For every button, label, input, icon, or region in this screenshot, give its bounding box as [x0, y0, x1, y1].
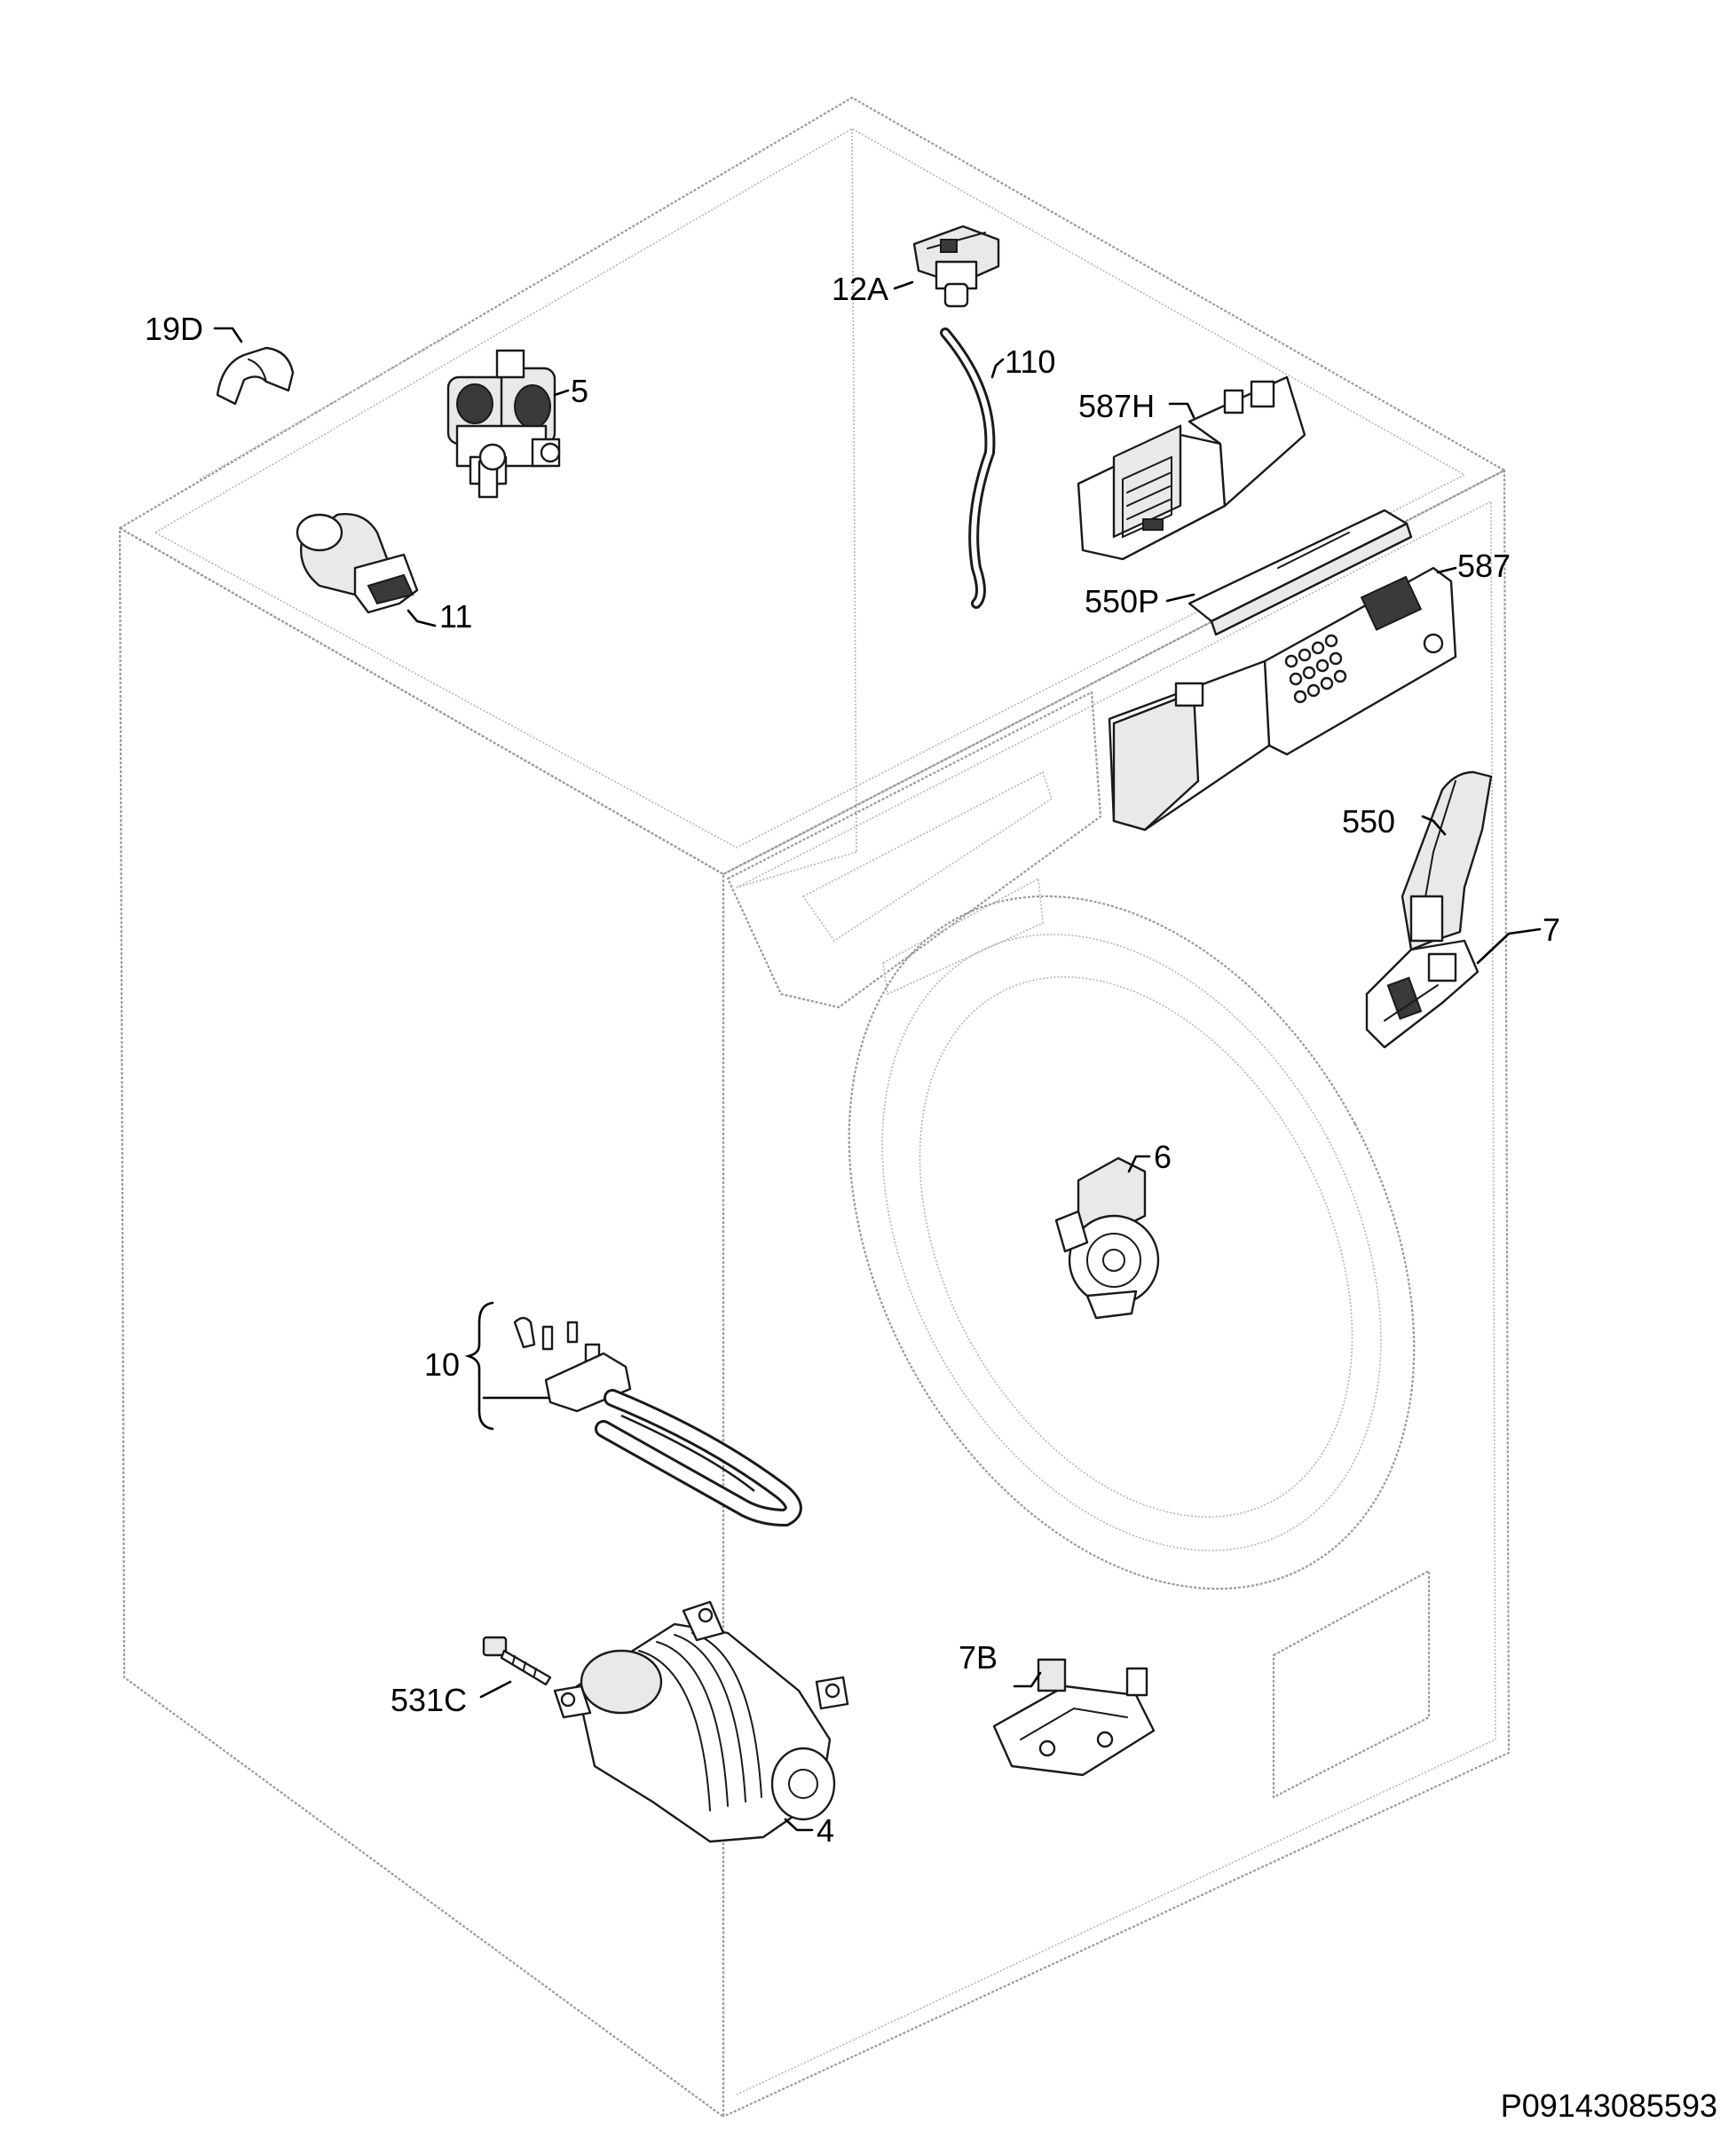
part-110-hose-icon: [940, 327, 996, 609]
label-7: 7: [1543, 911, 1560, 948]
drawing-code: P09143085593: [1501, 2087, 1717, 2124]
label-531c: 531C: [391, 1682, 467, 1718]
label-11: 11: [439, 598, 472, 635]
label-550: 550: [1342, 803, 1395, 840]
label-7b: 7B: [959, 1639, 998, 1676]
part-11-suppressor-icon: [296, 513, 419, 614]
part-5-inlet-valve-icon: [446, 349, 561, 499]
label-4: 4: [817, 1812, 834, 1849]
part-531c-screw-icon: [482, 1636, 552, 1686]
label-110: 110: [1005, 343, 1055, 380]
part-7b-door-catch-icon: [992, 1658, 1156, 1777]
washer-cabinet: [118, 96, 1511, 2118]
leader-lines: [213, 280, 1542, 1832]
part-labels: 19D 5 12A 110 587H 11 550P 587 550 7 6 1…: [145, 271, 1717, 2124]
part-19d-clip-icon: [216, 346, 295, 406]
label-587: 587: [1457, 548, 1511, 584]
label-550p: 550P: [1085, 583, 1159, 619]
part-4-motor-icon: [553, 1600, 849, 1843]
label-587h: 587H: [1078, 388, 1155, 424]
label-12a: 12A: [832, 271, 888, 307]
part-7-door-interlock-icon: [1365, 939, 1480, 1049]
label-19d: 19D: [145, 311, 203, 347]
label-5: 5: [571, 373, 588, 409]
label-6: 6: [1154, 1139, 1172, 1175]
label-10: 10: [424, 1346, 460, 1383]
part-12a-pressure-switch-icon: [912, 225, 1000, 308]
part-550p-cover-strip-icon: [1188, 509, 1413, 636]
part-587h-module-housing-icon: [1077, 375, 1306, 561]
part-587-electronic-board-icon: [1108, 566, 1457, 832]
part-550-door-handle-icon: [1401, 770, 1493, 951]
part-10-heating-element-icon: [513, 1316, 802, 1527]
board-buttons: [1284, 634, 1347, 704]
part-6-drain-pump-icon: [1054, 1156, 1160, 1320]
